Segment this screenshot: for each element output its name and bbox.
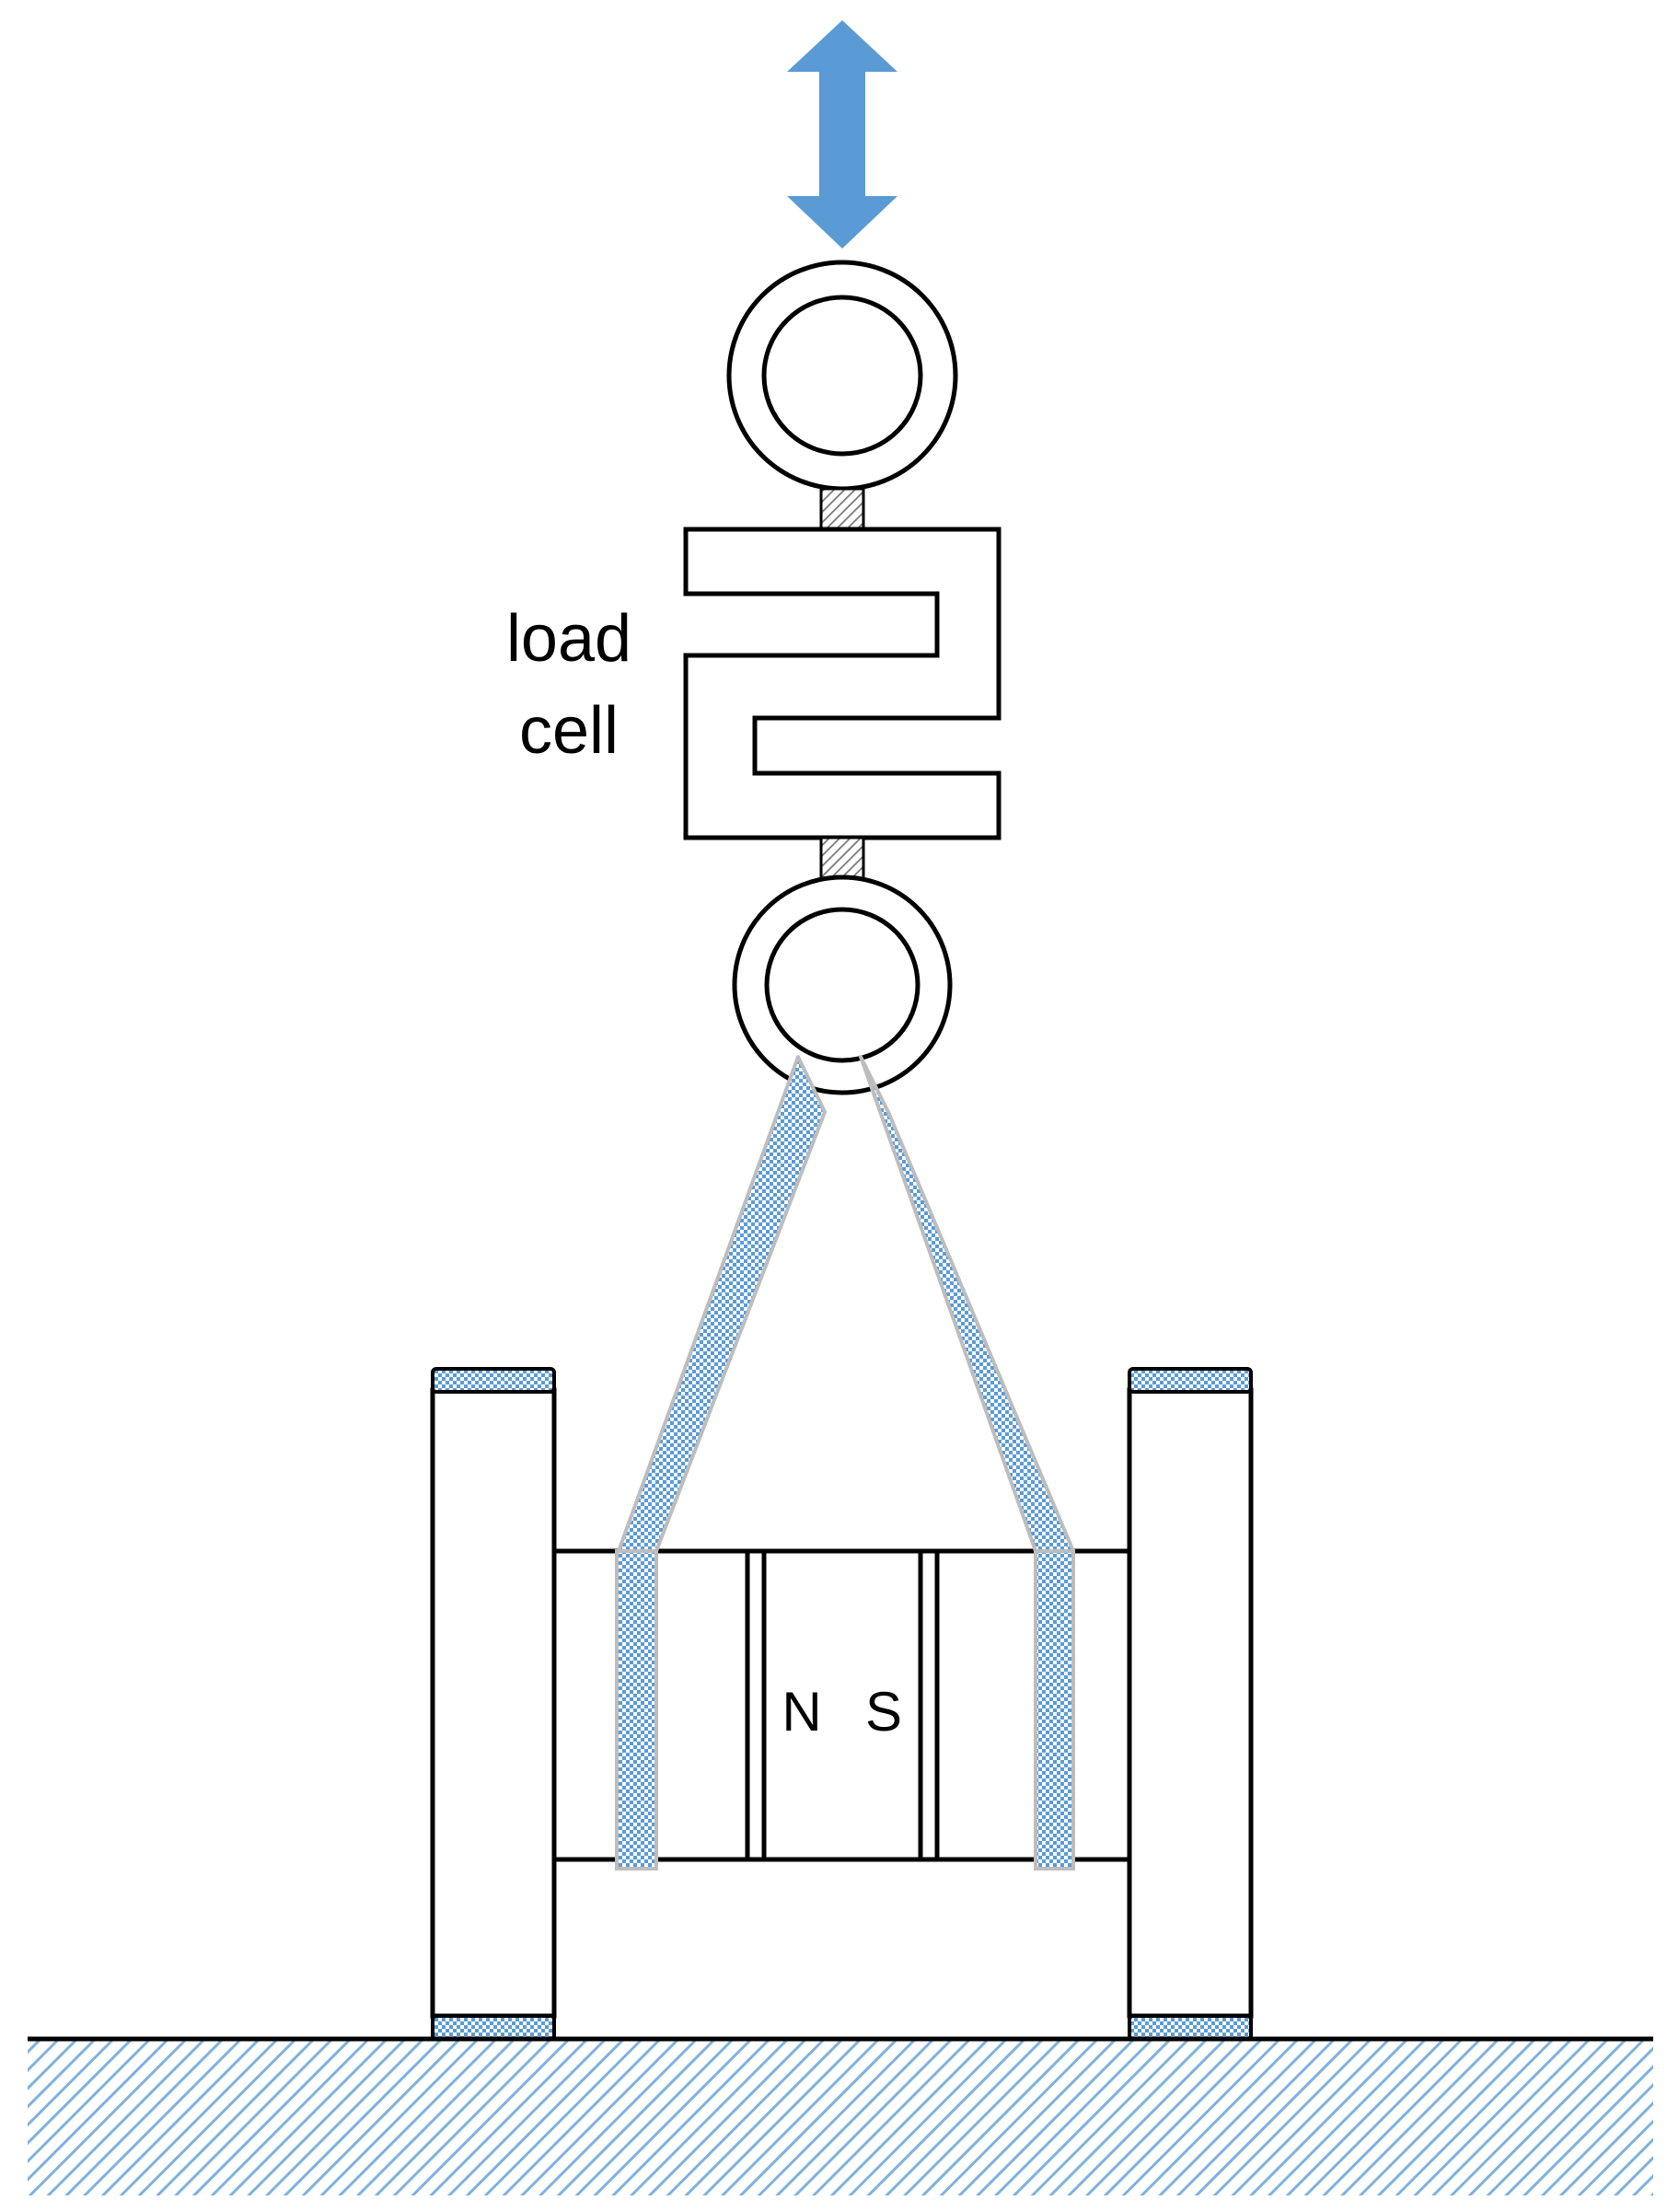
right-pole-plate (1127, 1387, 1254, 2019)
left-pole-plate (430, 1387, 557, 2019)
double-headed-vertical-arrow-icon (787, 20, 897, 249)
load-cell-body (683, 527, 1002, 840)
lower-shaft (819, 836, 865, 880)
right-spacer-block (934, 1548, 1132, 1862)
load-cell-label-line2: cell (519, 694, 619, 768)
left-top-pad (431, 1367, 556, 1394)
top-eye-ring (726, 260, 958, 492)
right-strap (859, 1055, 1075, 1870)
right-bottom-pad (1128, 2014, 1253, 2041)
load-cell-label-line1: load (506, 602, 631, 676)
magnet-block (761, 1548, 923, 1862)
left-strap (615, 1055, 827, 1870)
ground-surface (28, 2039, 1653, 2195)
upper-shaft (819, 487, 865, 531)
north-pole-label: N (782, 1681, 821, 1743)
bottom-eye-ring (732, 874, 953, 1095)
left-bottom-pad (431, 2014, 556, 2041)
right-top-pad (1128, 1367, 1253, 1394)
south-pole-label: S (865, 1681, 902, 1743)
